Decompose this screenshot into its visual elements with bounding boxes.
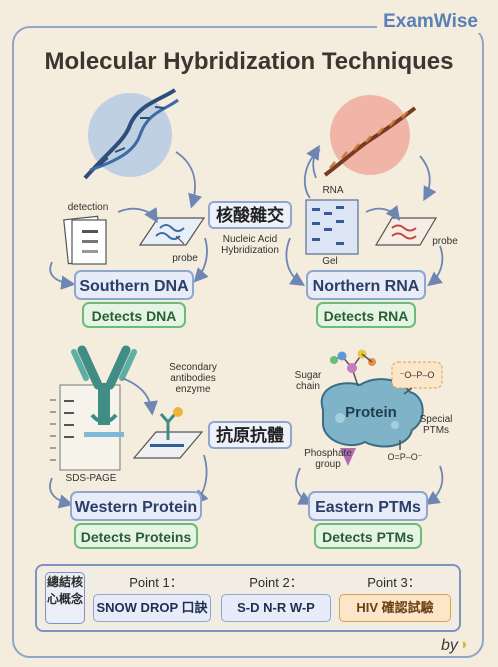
detection-sheets-icon: [63, 215, 107, 265]
western-protein-method: Western Protein: [70, 491, 202, 521]
point-1-value: SNOW DROP 口訣: [93, 594, 211, 622]
antigen-antibody-tag: 抗原抗體: [208, 421, 292, 449]
sugar-chain-icon: [330, 349, 376, 387]
point-3-label: Point 3：: [367, 575, 421, 590]
gel-label: Gel: [322, 256, 338, 267]
point-2-label: Point 2：: [249, 575, 303, 590]
secondary-antibodies-label: Secondary antibodies enzyme: [169, 362, 217, 395]
page-title: Molecular Hybridization Techniques: [44, 48, 454, 75]
secondary-antibody-membrane-icon: [132, 407, 204, 459]
detection-label: detection: [67, 202, 109, 213]
phosphate-formula-top: ⁻O–P–O: [399, 370, 435, 380]
southern-membrane-icon: [138, 217, 206, 246]
eastern-detects-badge: Detects PTMs: [314, 523, 422, 549]
footer-by: by: [441, 637, 458, 654]
special-ptms-label: Special PTMs: [419, 414, 453, 436]
protein-blob-icon: [320, 378, 424, 448]
northern-probe-label: probe: [432, 236, 458, 247]
southern-dna-method: Southern DNA: [74, 270, 194, 300]
northern-membrane-icon: [374, 217, 438, 246]
southern-probe-label: probe: [172, 253, 198, 264]
banana-icon: ◗: [460, 636, 470, 653]
sds-page-label: SDS-PAGE: [65, 473, 117, 484]
gel-icon: [305, 199, 359, 255]
brand-logo: ExamWise: [377, 11, 484, 33]
phosphate-group-label: Phosphate group: [304, 448, 352, 470]
summary-label: 總結核心概念: [45, 572, 85, 624]
sugar-chain-label: Sugar chain: [294, 370, 322, 392]
point-2-value: S-D N-R W-P: [221, 594, 331, 622]
point-1-label: Point 1：: [129, 575, 183, 590]
rna-label: RNA: [322, 185, 344, 196]
western-detects-badge: Detects Proteins: [74, 523, 198, 549]
northern-detects-badge: Detects RNA: [316, 302, 416, 328]
flow-arrows: [49, 144, 444, 509]
northern-rna-method: Northern RNA: [306, 270, 426, 300]
antibody-icon: [71, 345, 137, 437]
phosphate-formula-bottom: O=P–O⁻: [387, 452, 423, 462]
ptm-phosphate-icon: [340, 361, 443, 466]
nucleic-acid-hybridization-sub: Nucleic Acid Hybridization: [221, 234, 279, 256]
nucleic-acid-hybridization-tag: 核酸雜交: [208, 201, 292, 229]
rna-strand-icon: [323, 95, 417, 177]
summary-panel: 總結核心概念 Point 1： SNOW DROP 口訣 Point 2： S-…: [35, 564, 461, 632]
eastern-ptms-method: Eastern PTMs: [308, 491, 428, 521]
point-3-value: HIV 確認試驗: [339, 594, 451, 622]
protein-label: Protein: [345, 404, 397, 421]
dna-helix-icon: [83, 88, 179, 180]
southern-detects-badge: Detects DNA: [82, 302, 186, 328]
